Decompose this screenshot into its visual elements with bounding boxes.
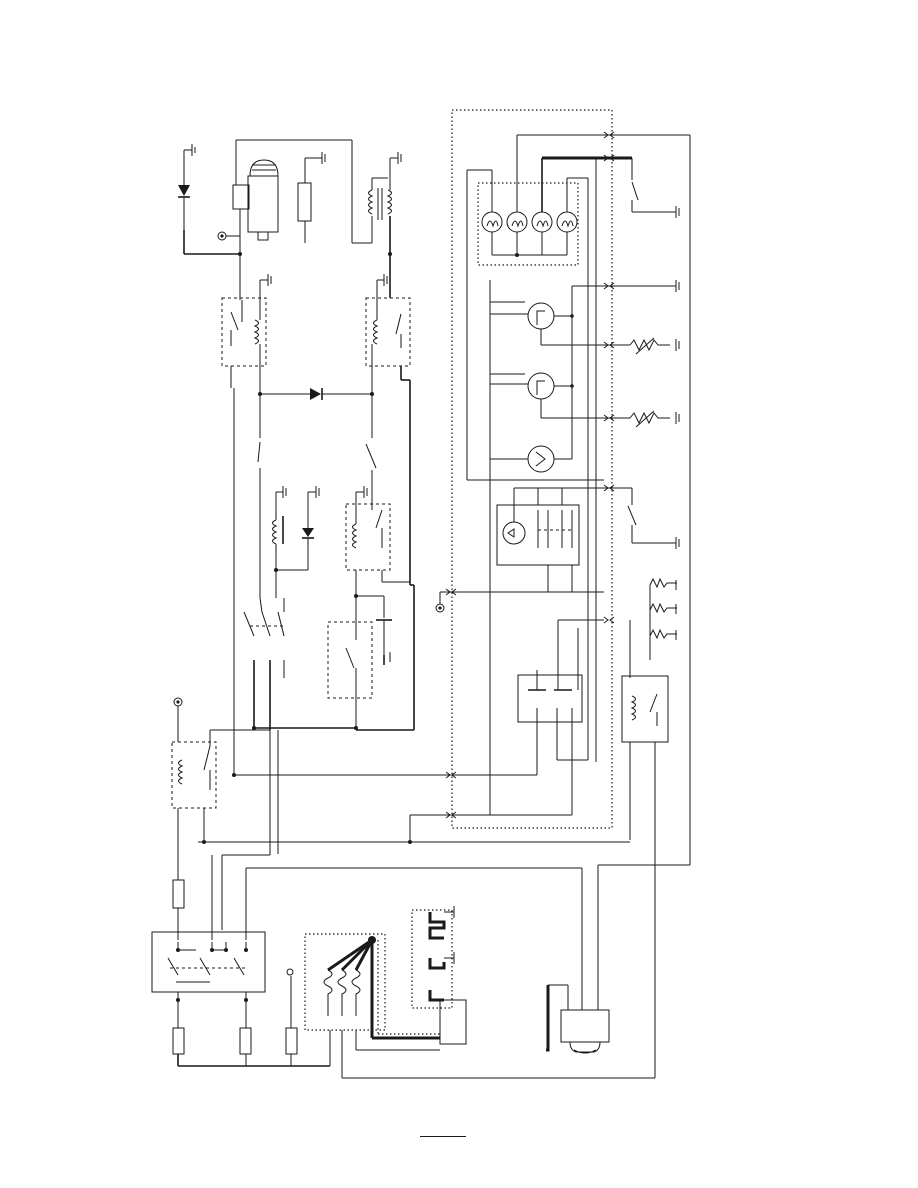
circuit-breaker-panel — [152, 855, 582, 1066]
lamp-icon — [482, 212, 502, 232]
relay-k2 — [366, 274, 410, 585]
relay-k1 — [222, 274, 271, 394]
lamp-icon — [557, 212, 577, 232]
generator-stator — [305, 934, 655, 1078]
panel-lamp-cluster — [478, 135, 600, 265]
heater-resistors — [622, 579, 677, 1078]
ignition-ganged-switch — [244, 598, 286, 730]
isolation-diode — [260, 388, 372, 400]
panel-external-connections — [600, 135, 690, 865]
wire-junctions — [176, 252, 519, 1002]
oil-pressure-switch — [328, 585, 414, 730]
fuel-relay — [172, 698, 216, 880]
ignition-coil — [218, 140, 352, 300]
panel-internal-wiring — [467, 158, 604, 815]
connector-terminals — [436, 132, 614, 818]
fuel-pump-motor — [546, 865, 690, 1053]
ballast-resistor — [298, 152, 325, 243]
page-number-rule — [420, 1136, 466, 1137]
voltage-regulator — [412, 906, 466, 1044]
starter-solenoid — [273, 486, 320, 598]
lamp-icon — [507, 212, 527, 232]
gauge-icon — [528, 303, 554, 329]
panel-gauges — [490, 286, 604, 472]
transformer — [352, 152, 401, 298]
gauge-icon — [528, 373, 554, 399]
gauge-icon — [528, 446, 554, 472]
relay-k3 — [346, 486, 410, 596]
charging-diode-branch — [178, 144, 240, 254]
panel-relay-block — [518, 620, 604, 815]
lamp-icon — [532, 212, 552, 232]
